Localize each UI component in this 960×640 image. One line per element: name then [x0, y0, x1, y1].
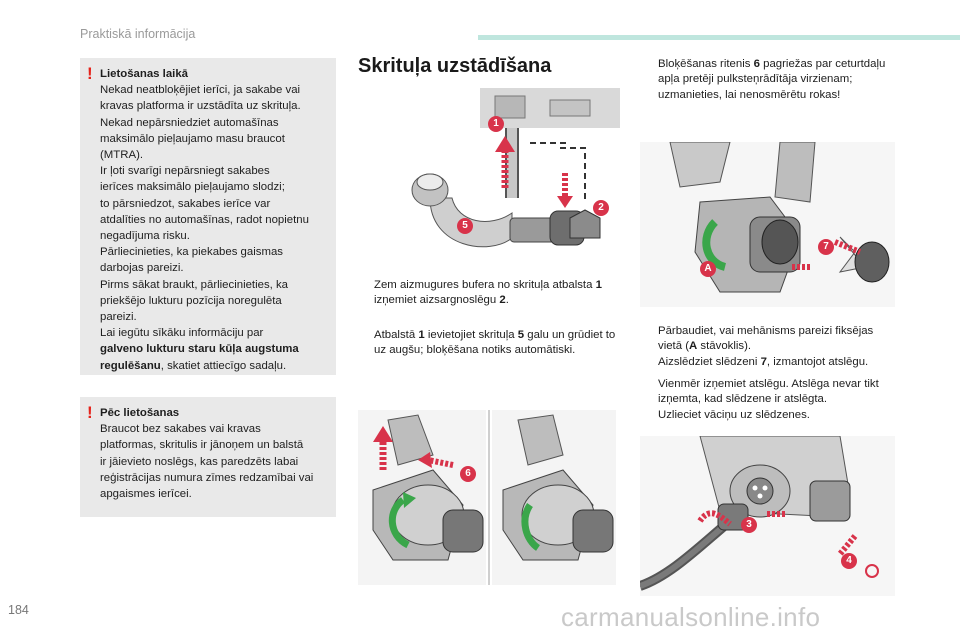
warning-line: Pārliecinieties, ka piekabes gaismas	[100, 246, 283, 259]
header-accent-bar	[478, 35, 960, 40]
step-text: Pārbaudiet, vai mehānisms pareizi fiksēj…	[658, 325, 874, 353]
warning-line: priekšējo lukturu pozīcija noregulēta	[100, 294, 282, 307]
warning-line: to pārsniedzot, sakabes ierīce var	[100, 197, 271, 210]
warning-line: (MTRA).	[100, 149, 144, 162]
warning-line: Pirms sākat braukt, pārliecinieties, ka	[100, 278, 289, 291]
warning-line: Ir ļoti svarīgi nepārsniegt sakabes	[100, 165, 270, 178]
warning-line: reģistrācijas numura zīmes redzamībai va…	[100, 471, 314, 484]
step-locking-wheel: Bloķēšanas ritenis 6 pagriežas par cetur…	[642, 57, 892, 103]
locking-wheel-illustration	[358, 410, 616, 585]
warning-usage-text: Lietošanas laikā Nekad neatbloķējiet ier…	[100, 66, 332, 374]
warning-after-heading: Pēc lietošanas	[100, 407, 180, 419]
warning-line: atdalīties no automašīnas, radot nopietn…	[100, 213, 309, 226]
callout-7: 7	[818, 239, 834, 255]
step-text: ievietojiet skrituļa	[424, 329, 518, 341]
warning-after-text: Pēc lietošanas Braucot bez sakabes vai k…	[100, 405, 332, 502]
warning-line: darbojas pareizi.	[100, 262, 184, 275]
exclamation-icon: !	[87, 64, 93, 83]
step-text: Vienmēr izņemiet atslēgu. Atslēga nevar …	[658, 378, 879, 406]
step-ref: A	[689, 340, 698, 353]
step-text: Zem aizmugures bufera no skrituļa atbals…	[374, 279, 596, 291]
step-text: .	[505, 294, 509, 307]
warning-line: Braucot bez sakabes vai kravas	[100, 423, 261, 436]
warning-usage-heading: Lietošanas laikā	[100, 68, 189, 80]
step-ref: 6	[753, 58, 760, 70]
figure-locking-wheel: 6	[358, 410, 616, 585]
warning-line: apgaismes ierīcei.	[100, 488, 192, 501]
towball-illustration	[411, 88, 620, 248]
warning-line: negadījuma risku.	[100, 230, 190, 243]
warning-line: Lai iegūtu sīkāku informāciju par	[100, 327, 264, 340]
warning-bold-line: regulēšanu	[100, 359, 161, 372]
warning-line: Nekad nepārsniedziet automašīnas	[100, 116, 279, 129]
callout-A: A	[700, 261, 716, 277]
callout-5: 5	[457, 218, 473, 234]
step-text: galu un grūdiet to uz augšu; bloķēšana n…	[374, 329, 616, 357]
step-text: pagriežas par ceturtdaļu apļa pretēji pu…	[658, 58, 886, 101]
watermark: carmanualsonline.info	[561, 602, 821, 632]
socket-illustration	[640, 436, 895, 596]
callout-1: 1	[488, 116, 504, 132]
figure-socket: 3 4	[640, 436, 895, 596]
warning-line: ir jāievieto noslēgs, kas paredzēts laba…	[100, 455, 299, 468]
step-ref: 1	[418, 329, 425, 341]
step-insert-towball: Atbalstā 1 ievietojiet skrituļa 5 galu u…	[358, 328, 620, 359]
callout-3: 3	[741, 517, 757, 533]
step-text: Uzlieciet vāciņu uz slēdzenes.	[658, 409, 810, 421]
step-ref: 2	[499, 294, 506, 307]
warning-line: pareizi.	[100, 311, 137, 324]
warning-tail: , skatiet attiecīgo sadaļu.	[160, 359, 287, 372]
step-text: Bloķēšanas ritenis	[658, 58, 754, 70]
step-lock: Aizslēdziet slēdzeni 7, izmantojot atslē…	[642, 355, 897, 370]
step-fit-cap: Uzlieciet vāciņu uz slēdzenes.	[642, 408, 897, 423]
callout-4: 4	[841, 553, 857, 569]
step-text: Aizslēdziet slēdzeni	[658, 356, 761, 368]
step-remove-cap: Zem aizmugures bufera no skrituļa atbals…	[358, 278, 620, 309]
warning-line: Nekad neatbloķējiet ierīci, ja sakabe va…	[100, 84, 301, 97]
step-text: stāvoklis).	[697, 340, 752, 353]
warning-line: maksimālo pieļaujamo masu braucot	[100, 132, 285, 145]
warning-line: kravas platforma ir uzstādīta uz skrituļ…	[100, 100, 301, 113]
step-ref: 7	[760, 356, 767, 368]
step-remove-key: Vienmēr izņemiet atslēgu. Atslēga nevar …	[642, 377, 897, 408]
warning-line: platformas, skritulis ir jānoņem un bals…	[100, 439, 304, 452]
step-text: izņemiet aizsargnoslēgu	[374, 294, 500, 307]
figure-lock-key: 7 A	[640, 142, 895, 307]
callout-6: 6	[460, 466, 476, 482]
warning-bold-line: galveno lukturu staru kūļa augstuma	[100, 343, 299, 356]
exclamation-icon: !	[87, 403, 93, 422]
warning-box-after: ! Pēc lietošanas Braucot bez sakabes vai…	[80, 397, 336, 517]
step-text: , izmantojot atslēgu.	[766, 356, 869, 368]
step-text: Atbalstā	[374, 329, 419, 341]
page-number: 184	[8, 603, 29, 617]
section-title: Skrituļa uzstādīšana	[358, 55, 552, 77]
callout-2: 2	[593, 200, 609, 216]
warning-box-usage: ! Lietošanas laikā Nekad neatbloķējiet i…	[80, 58, 336, 375]
running-header: Praktiskā informācija	[80, 27, 196, 41]
warning-line: ierīces maksimālo pieļaujamo slodzi;	[100, 181, 285, 194]
lock-key-illustration	[640, 142, 895, 307]
figure-towball-insertion: 1 2 5	[400, 88, 620, 268]
step-check-mechanism: Pārbaudiet, vai mehānisms pareizi fiksēj…	[642, 324, 897, 355]
step-ref: 1	[595, 279, 602, 291]
step-ref: 5	[517, 329, 525, 341]
